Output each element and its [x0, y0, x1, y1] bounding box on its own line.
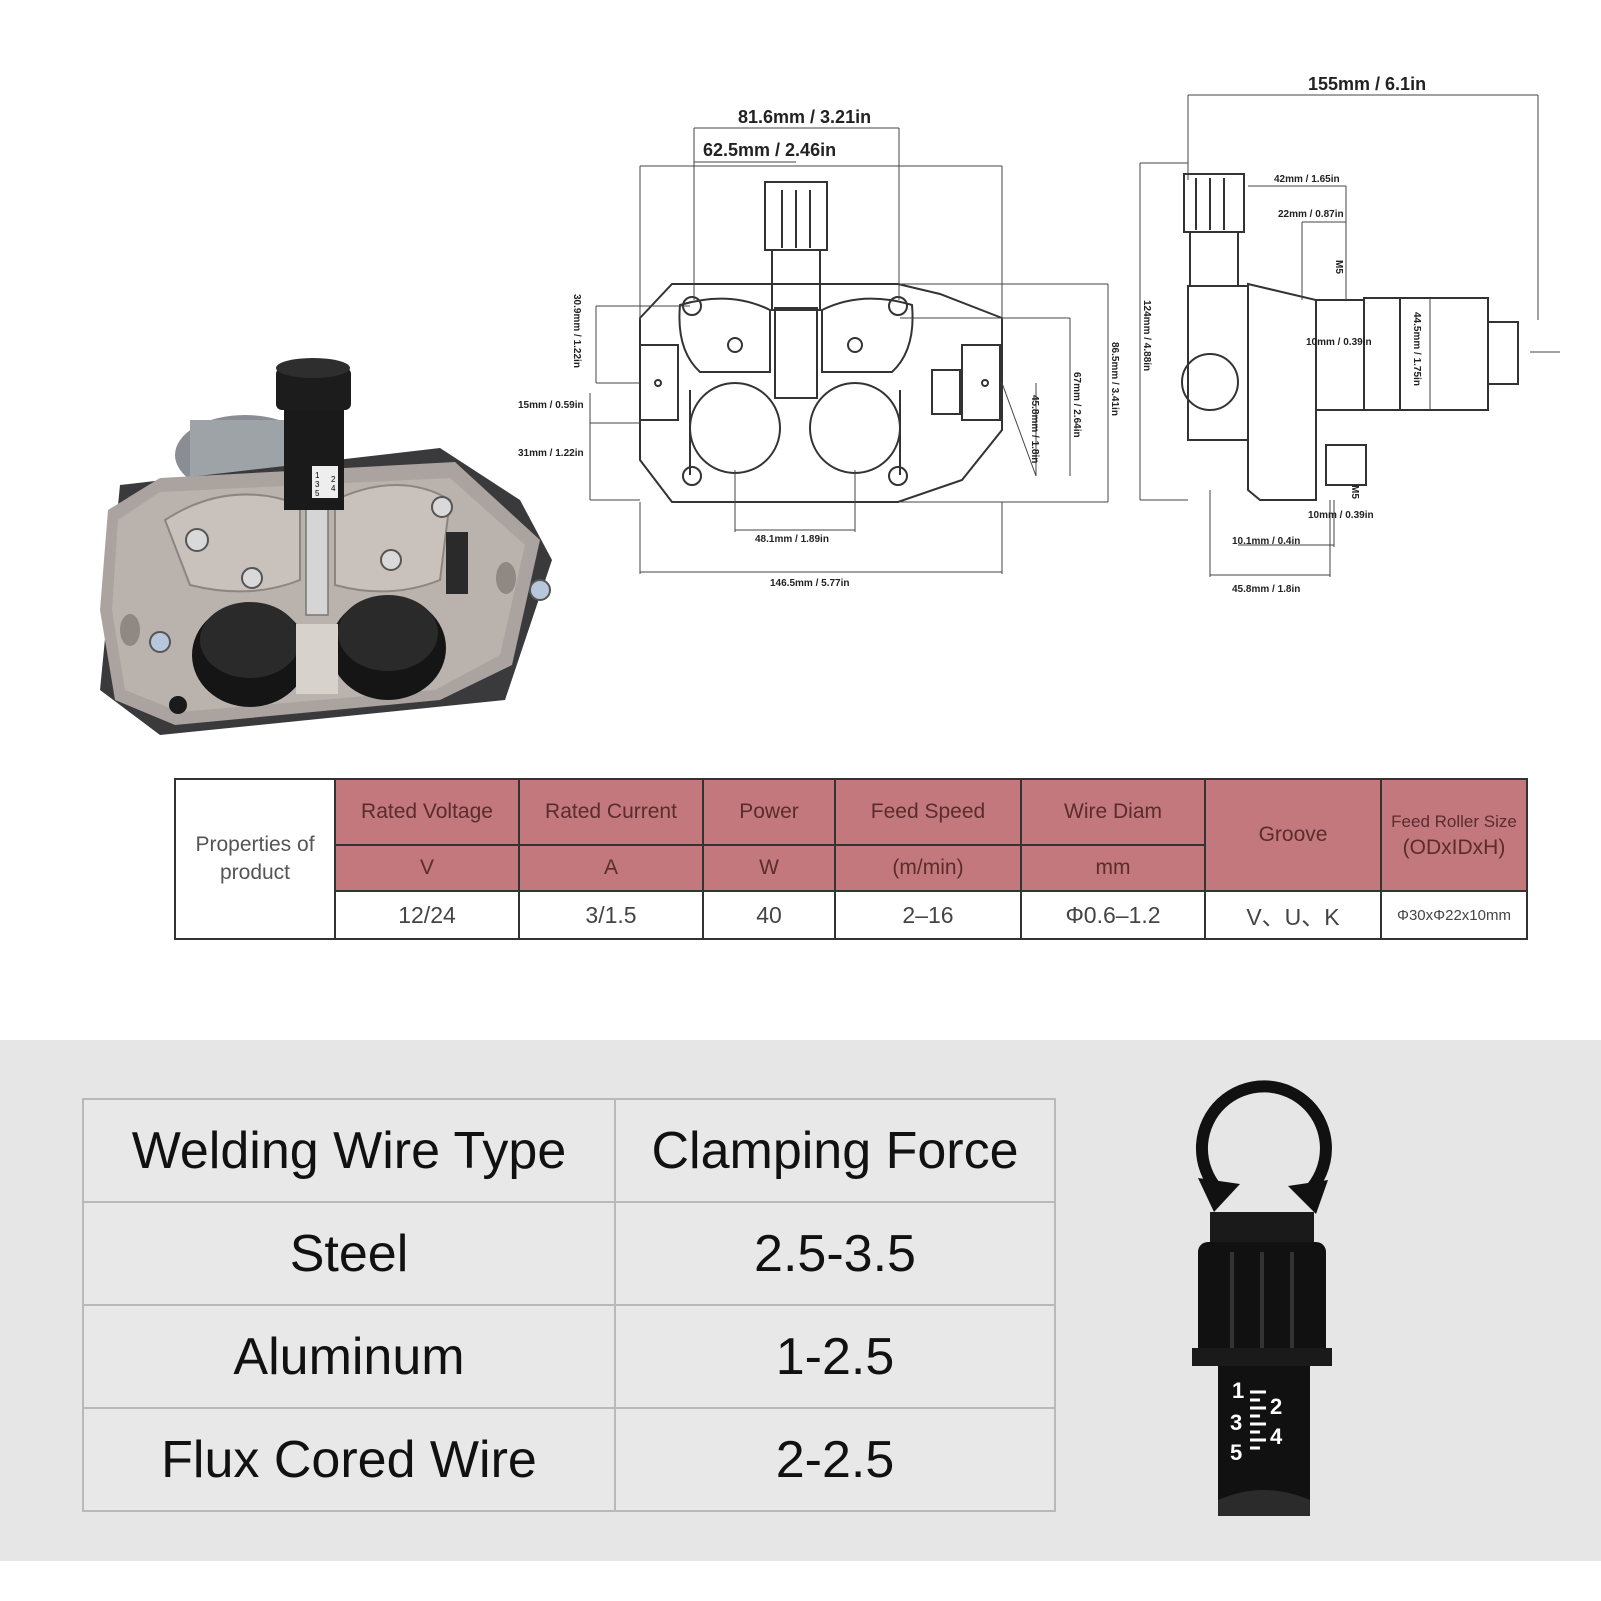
feed-roller-unit: (ODxIDxH)	[1402, 835, 1506, 859]
dim-81-6mm: 81.6mm / 3.21in	[738, 107, 871, 127]
dim-30-9mm: 30.9mm / 1.22in	[571, 294, 582, 368]
value-power: 40	[702, 890, 836, 940]
dim-22mm: 22mm / 0.87in	[1278, 209, 1344, 220]
value-rated-voltage: 12/24	[334, 890, 520, 940]
front-view-drawing	[589, 127, 1109, 574]
wire-type-steel: Steel	[82, 1201, 616, 1306]
dim-31mm: 31mm / 1.22in	[518, 448, 584, 459]
dim-44-5mm: 44.5mm / 1.75in	[1411, 312, 1422, 386]
dim-10-1mm: 10.1mm / 0.4in	[1232, 536, 1300, 547]
dim-62-5mm: 62.5mm / 2.46in	[703, 140, 836, 160]
knob-scale-5: 5	[1230, 1440, 1242, 1465]
knob-scale-2: 2	[1270, 1394, 1282, 1419]
header-rated-current: Rated Current	[518, 778, 704, 846]
header-feed-speed: Feed Speed	[834, 778, 1022, 846]
dim-10mm-bottom: 10mm / 0.39in	[1308, 510, 1374, 521]
header-rated-voltage: Rated Voltage	[334, 778, 520, 846]
force-flux-cored: 2-2.5	[614, 1407, 1056, 1512]
dim-45-8mm-front: 45.8mm / 1.8in	[1029, 395, 1040, 463]
properties-label: Properties of product	[174, 778, 336, 940]
header-feed-roller-size: Feed Roller Size (ODxIDxH)	[1380, 778, 1528, 892]
feed-roller-title: Feed Roller Size	[1391, 811, 1517, 831]
dim-42mm: 42mm / 1.65in	[1274, 174, 1340, 185]
dim-10mm-top: 10mm / 0.39in	[1306, 337, 1372, 348]
spec-table: Properties of product Rated Voltage Rate…	[174, 778, 1528, 940]
photo-knob-mark-3: 3	[315, 480, 320, 489]
wire-type-flux-cored: Flux Cored Wire	[82, 1407, 616, 1512]
knob-icon: 1 2 3 4 5	[1192, 1212, 1332, 1516]
value-feed-roller-size: Φ30xΦ22x10mm	[1380, 890, 1528, 940]
wire-table: Welding Wire Type Clamping Force Steel 2…	[82, 1098, 1056, 1512]
knob-scale-3: 3	[1230, 1410, 1242, 1435]
unit-power: W	[702, 844, 836, 892]
value-groove: V、U、K	[1204, 890, 1382, 940]
dim-m5-top: M5	[1333, 260, 1344, 274]
force-aluminum: 1-2.5	[614, 1304, 1056, 1409]
tension-knob-illustration: 1 2 3 4 5	[1192, 1080, 1332, 1516]
unit-rated-current: A	[518, 844, 704, 892]
dim-124mm: 124mm / 4.88in	[1141, 300, 1152, 371]
dim-67mm: 67mm / 2.64in	[1071, 372, 1082, 438]
photo-knob-mark-1: 1	[315, 471, 320, 480]
wire-type-aluminum: Aluminum	[82, 1304, 616, 1409]
dim-45-8mm-side: 45.8mm / 1.8in	[1232, 584, 1300, 595]
rotate-arrow-icon	[1195, 1080, 1332, 1214]
dim-48-1mm: 48.1mm / 1.89in	[755, 534, 829, 545]
photo-knob-mark-5: 5	[315, 489, 320, 498]
dim-m5-bottom: M5	[1349, 485, 1360, 499]
value-rated-current: 3/1.5	[518, 890, 704, 940]
header-wire-diam: Wire Diam	[1020, 778, 1206, 846]
properties-label-line1: Properties of	[195, 833, 315, 856]
knob-scale-4: 4	[1270, 1424, 1283, 1449]
header-groove: Groove	[1204, 778, 1382, 892]
photo-knob-mark-2: 2	[331, 475, 336, 484]
dim-155mm: 155mm / 6.1in	[1308, 74, 1426, 94]
header-welding-wire-type: Welding Wire Type	[82, 1098, 616, 1203]
knob-scale-1: 1	[1232, 1378, 1244, 1403]
technical-drawings: 1 2 3 4 5	[100, 74, 1560, 735]
dim-86-5mm: 86.5mm / 3.41in	[1109, 342, 1120, 416]
force-steel: 2.5-3.5	[614, 1201, 1056, 1306]
header-power: Power	[702, 778, 836, 846]
properties-label-line2: product	[219, 861, 291, 884]
unit-feed-speed: (m/min)	[834, 844, 1022, 892]
dim-146-5mm: 146.5mm / 5.77in	[770, 578, 850, 589]
unit-wire-diam: mm	[1020, 844, 1206, 892]
side-view-drawing	[1139, 94, 1560, 577]
header-clamping-force: Clamping Force	[614, 1098, 1056, 1203]
dim-15mm: 15mm / 0.59in	[518, 400, 584, 411]
value-feed-speed: 2–16	[834, 890, 1022, 940]
unit-rated-voltage: V	[334, 844, 520, 892]
photo-knob-mark-4: 4	[331, 484, 336, 493]
value-wire-diam: Φ0.6–1.2	[1020, 890, 1206, 940]
product-photo: 1 2 3 4 5	[100, 358, 552, 735]
